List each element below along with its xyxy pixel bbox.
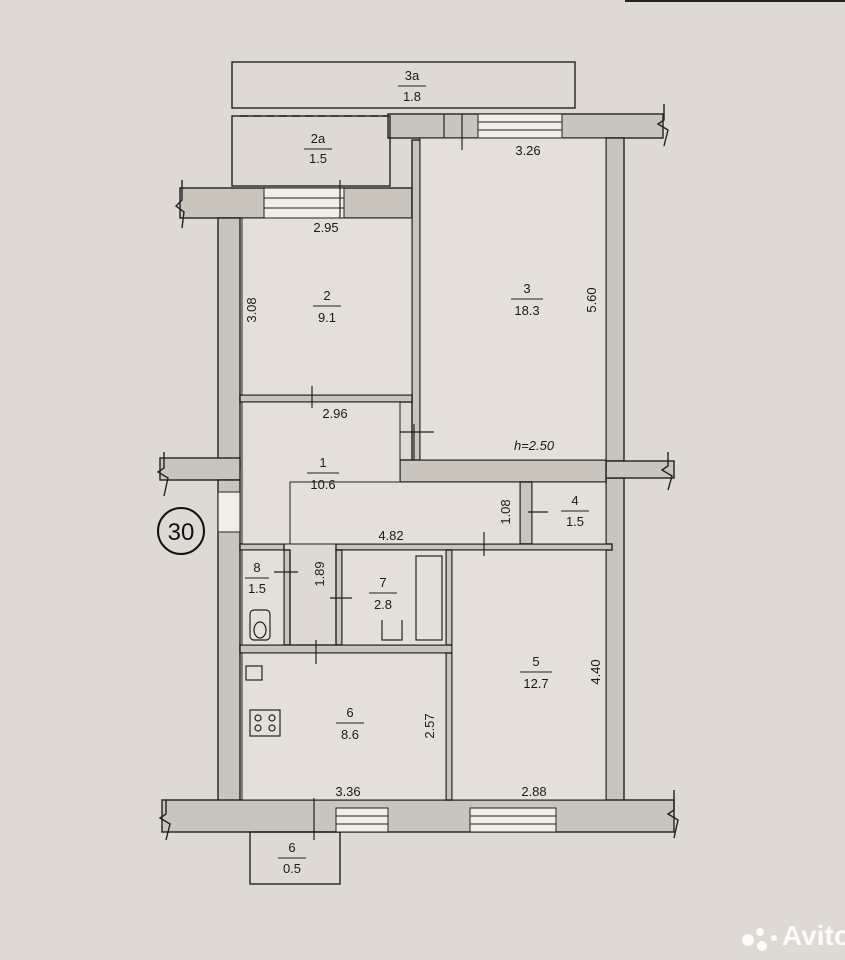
room-labels: 3а 1.8 2а 1.5 2 9.1 3 18.3 1 10.6 4 1.5 … [245,68,589,876]
dimension-labels: 3.26 2.95 3.08 5.60 2.96 h=2.50 1.08 4.8… [244,143,603,799]
room-2a-area: 1.5 [309,151,327,166]
room-6-area [241,652,447,801]
room-5-area [451,549,607,801]
break-marks [156,104,679,841]
stove-icon [249,709,281,737]
room-2a-number: 2а [311,131,326,146]
ceiling-height: h=2.50 [514,438,555,453]
dim-2-57: 2.57 [422,713,437,738]
room-4-area: 1.5 [566,514,584,529]
plan-number-badge: 30 [157,507,205,555]
room-8-number: 8 [253,560,260,575]
room-6b-area: 0.5 [283,861,301,876]
room-2-number: 2 [323,288,330,303]
dim-4-82: 4.82 [378,528,403,543]
dim-3-36: 3.36 [335,784,360,799]
dim-4-40: 4.40 [588,659,603,684]
room-2-area: 9.1 [318,310,336,325]
dim-2-88: 2.88 [521,784,546,799]
dim-2-96: 2.96 [322,406,347,421]
room-3-area: 18.3 [514,303,539,318]
room-7-area: 2.8 [374,597,392,612]
balconies [231,61,576,885]
dim-3-26: 3.26 [515,143,540,158]
room-4-area [531,481,607,545]
room-7-area [341,549,447,646]
dim-5-60: 5.60 [584,287,599,312]
room-6-number: 6 [346,705,353,720]
windows [217,113,563,833]
room-5-area: 12.7 [523,676,548,691]
dim-1-08: 1.08 [498,499,513,524]
corridor-area [289,481,521,545]
balcony-3a [231,61,576,109]
room-3-number: 3 [523,281,530,296]
room-1-number: 1 [319,455,326,470]
toilet-icon [249,609,271,641]
balcony-6 [249,831,341,885]
fixtures [245,555,443,737]
room-4-number: 4 [571,493,578,508]
room-5-number: 5 [532,654,539,669]
room-6b-number: 6 [288,840,295,855]
room-3a-number: 3а [405,68,420,83]
room-fills [241,137,607,801]
sink-kitchen-icon [245,665,263,681]
dim-3-08: 3.08 [244,297,259,322]
bathtub-icon [415,555,443,641]
avito-watermark: Avito [742,920,845,951]
door-marks [274,114,548,840]
sink-icon [381,620,403,641]
watermark-text: Avito [782,920,845,951]
room-7-number: 7 [379,575,386,590]
room-8-area: 1.5 [248,581,266,596]
dim-1-89: 1.89 [312,561,327,586]
room-6-area: 8.6 [341,727,359,742]
avito-logo-icon [742,934,754,946]
room-1-area: 10.6 [310,477,335,492]
walls [159,113,675,833]
plan-number: 30 [168,519,195,546]
dim-2-95: 2.95 [313,220,338,235]
room-3a-area: 1.8 [403,89,421,104]
room-8-area [241,549,285,646]
